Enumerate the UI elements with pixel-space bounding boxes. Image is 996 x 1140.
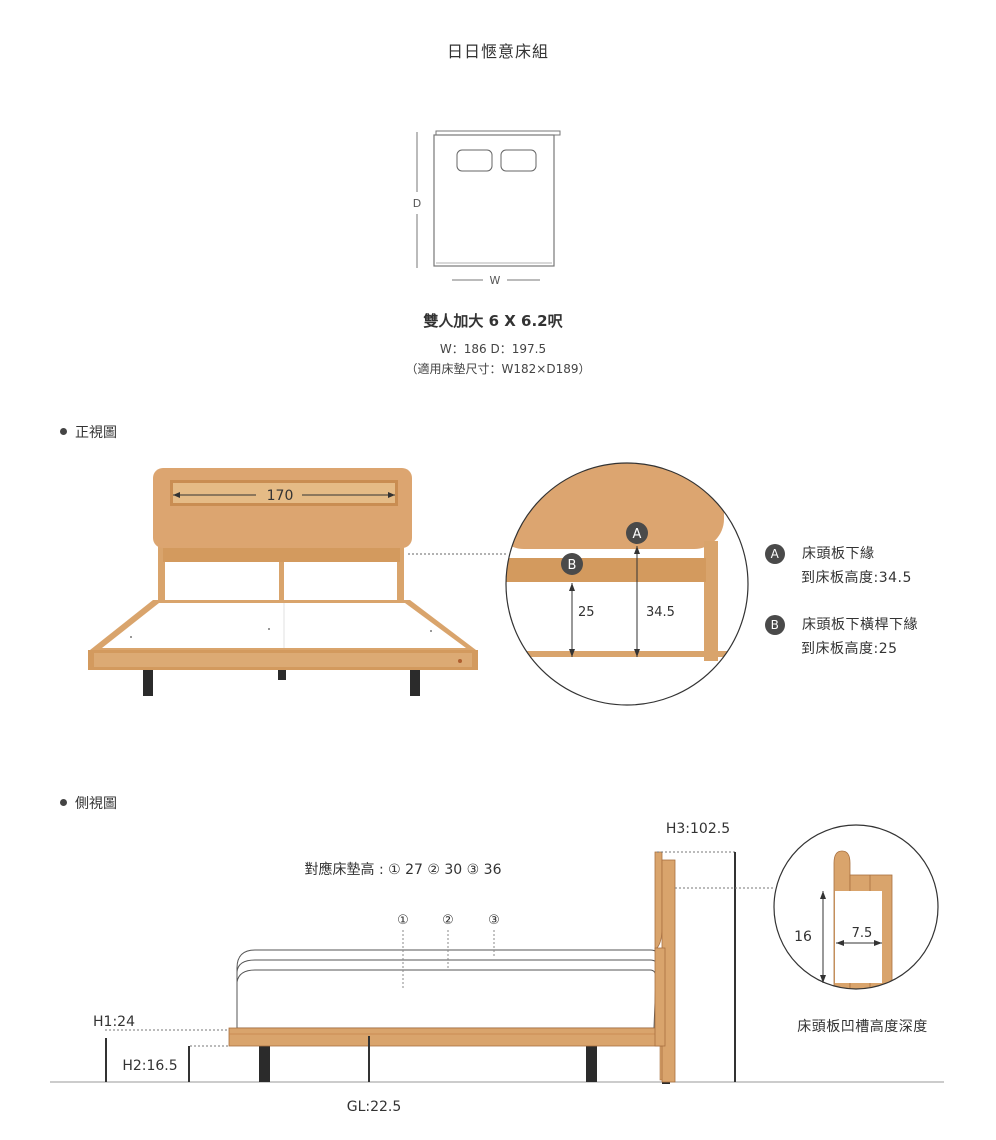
front-view-heading: 正視圖 xyxy=(60,422,117,442)
h2-label: H2:16.5 xyxy=(122,1058,177,1074)
groove-height-label: 16 xyxy=(794,929,812,945)
groove-zoom-detail: 16 7.5 xyxy=(773,824,939,990)
side-view-heading: 側視圖 xyxy=(60,793,117,813)
mattress-marker-1: ① xyxy=(397,913,409,928)
h3-label: H3:102.5 xyxy=(666,821,730,837)
mattress-marker-2: ② xyxy=(442,913,454,928)
bullet-icon xyxy=(60,427,67,435)
callout-a-line2: 到床板高度:34.5 xyxy=(801,570,912,586)
callout-b-line1: 床頭板下橫桿下緣 xyxy=(801,617,918,633)
h1-label: H1:24 xyxy=(93,1014,135,1030)
groove-depth-label: 7.5 xyxy=(852,926,873,941)
headboard-zoom-detail: 25 34.5 A B xyxy=(505,462,749,706)
zoom-a-height: 34.5 xyxy=(646,605,675,620)
callout-b-line2: 到床板高度:25 xyxy=(801,641,898,657)
mattress-heights-label: 對應床墊高 : ① 27 ② 30 ③ 36 xyxy=(305,861,502,878)
size-dimensions: W：186 D：197.5 xyxy=(439,342,547,356)
bed-top-view-diagram: D W xyxy=(413,130,561,287)
bed-side-view: H3:102.5 H1:24 H2:16.5 GL:22.5 ① ② ③ 對應床… xyxy=(50,821,944,1115)
callout-a-badge: A xyxy=(765,544,785,564)
headboard-width-label: 170 xyxy=(267,488,294,504)
zoom-b-height: 25 xyxy=(578,605,595,620)
size-name: 雙人加大 6 X 6.2呎 xyxy=(423,312,563,330)
groove-caption: 床頭板凹槽高度深度 xyxy=(797,1019,928,1035)
gl-label: GL:22.5 xyxy=(347,1099,402,1115)
mattress-marker-3: ③ xyxy=(488,913,500,928)
zoom-badge-b: B xyxy=(568,558,577,573)
depth-label: D xyxy=(413,197,421,210)
callout-b-badge: B xyxy=(765,615,785,635)
zoom-connector-line xyxy=(408,553,508,555)
callout-a: A 床頭板下緣 到床板高度:34.5 xyxy=(765,542,912,590)
callout-b: B 床頭板下橫桿下緣 到床板高度:25 xyxy=(765,613,918,661)
zoom-badge-a: A xyxy=(633,527,642,542)
callout-a-line1: 床頭板下緣 xyxy=(801,546,875,562)
width-label: W xyxy=(490,274,501,287)
mattress-size-note: （適用床墊尺寸：W182×D189） xyxy=(405,362,591,376)
page-title: 日日愜意床組 xyxy=(446,42,549,61)
bed-front-view: 170 xyxy=(88,468,478,696)
bullet-icon xyxy=(60,798,67,806)
